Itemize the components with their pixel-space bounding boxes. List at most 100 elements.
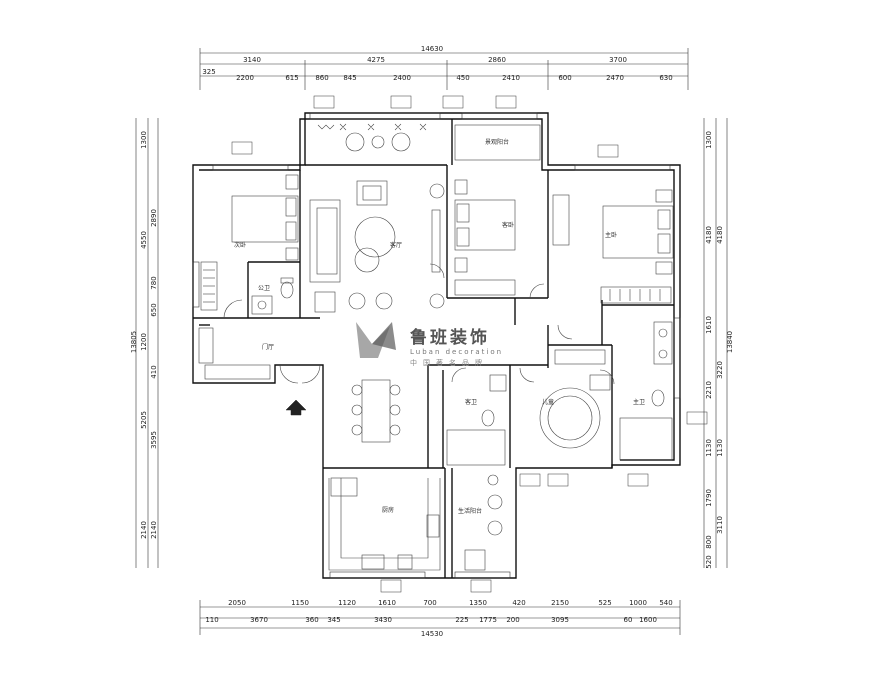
right-dim: 4180 [705, 226, 713, 244]
sink-icon [489, 374, 507, 392]
bottom-dimensions: 2050 1150 1120 1610 700 1350 420 2150 52… [199, 599, 681, 638]
left-total-dim: 13805 [130, 331, 138, 353]
left-dim: 780 [150, 276, 158, 289]
bottom-total-dim: 14530 [421, 630, 443, 638]
right-dim: 3220 [716, 361, 724, 379]
elevation-tags [231, 95, 708, 593]
room-label-guest-bedroom: 客卧 [502, 221, 514, 229]
entrance-arrow-icon [285, 399, 307, 416]
bottom-dim: 420 [512, 599, 525, 607]
top-dim: 2860 [488, 56, 506, 64]
top-dim: 4275 [367, 56, 385, 64]
round-bed-icon [539, 374, 611, 449]
desk-icon [552, 194, 570, 246]
wardrobe-icon [600, 286, 672, 304]
top-dim: 615 [285, 74, 298, 82]
bottom-dim: 3095 [551, 616, 569, 624]
room-label-kids-room: 儿童 [542, 398, 554, 406]
top-dim: 2400 [393, 74, 411, 82]
top-dim: 3700 [609, 56, 627, 64]
top-dim: 3140 [243, 56, 261, 64]
shower-icon [446, 429, 506, 466]
shoe-cabinet-icon [198, 327, 271, 380]
bottom-dim: 360 [305, 616, 318, 624]
door-swings [223, 263, 615, 385]
bottom-dim: 3670 [250, 616, 268, 624]
right-dim: 3110 [716, 516, 724, 534]
sink-icon [251, 295, 273, 315]
bottom-dim: 1150 [291, 599, 309, 607]
right-dimensions: 1300 4180 1610 2210 1130 1790 800 520 41… [703, 118, 734, 569]
bottom-dim: 345 [327, 616, 340, 624]
left-dim: 1200 [140, 333, 148, 351]
right-dim: 520 [705, 555, 713, 568]
wardrobe-icon [554, 349, 606, 365]
room-label-bath-right: 主卫 [633, 398, 645, 406]
dining-table-icon [351, 379, 401, 443]
right-dim: 4180 [716, 226, 724, 244]
top-dim: 450 [456, 74, 469, 82]
bottom-dim: 1000 [629, 599, 647, 607]
bottom-dim: 3430 [374, 616, 392, 624]
top-dim: 860 [315, 74, 328, 82]
wardrobe-icon [454, 279, 516, 296]
bottom-dim: 1610 [378, 599, 396, 607]
bottom-dim: 1120 [338, 599, 356, 607]
room-label-laundry: 生活阳台 [458, 507, 482, 515]
left-dim: 2140 [150, 521, 158, 539]
bottom-dim: 110 [205, 616, 218, 624]
bottom-dim: 1775 [479, 616, 497, 624]
plants-icon [317, 123, 427, 131]
top-dim: 2200 [236, 74, 254, 82]
top-dim: 845 [343, 74, 356, 82]
right-dim: 1130 [716, 439, 724, 457]
right-dim: 2210 [705, 381, 713, 399]
room-label-balcony: 景观阳台 [485, 138, 509, 146]
bottom-dim: 2150 [551, 599, 569, 607]
left-dim: 1300 [140, 131, 148, 149]
bed-icon [231, 174, 299, 261]
top-dim: 325 [202, 68, 215, 76]
right-dim: 1610 [705, 316, 713, 334]
tv-cabinet-icon [431, 209, 441, 273]
armchair-icon [356, 180, 388, 206]
windows [192, 112, 681, 579]
top-dimensions: 14630 3140 4275 2860 3700 325 2200 615 8… [199, 45, 689, 90]
toilet-icon [280, 277, 294, 299]
bed-icon [454, 179, 516, 273]
bottom-dim: 2050 [228, 599, 246, 607]
sofa-icon [309, 199, 341, 283]
room-label-bath-left: 公卫 [258, 285, 270, 292]
top-dim: 2470 [606, 74, 624, 82]
bottom-dim: 200 [506, 616, 519, 624]
coffee-table-icon [354, 216, 396, 273]
top-total-dim: 14630 [421, 45, 443, 53]
bottom-dim: 700 [423, 599, 436, 607]
balcony-cabinet-icon [454, 124, 541, 161]
room-label-living: 客厅 [390, 241, 402, 249]
brand-english: Luban decoration [410, 348, 503, 356]
bottom-dim: 60 [624, 616, 633, 624]
left-dim: 5205 [140, 411, 148, 429]
room-label-entry: 门厅 [262, 343, 274, 351]
shower-icon [619, 417, 673, 461]
right-dim: 1790 [705, 489, 713, 507]
toilet-icon [651, 389, 665, 407]
bottom-dim: 1600 [639, 616, 657, 624]
wardrobe-icon [200, 261, 218, 311]
bottom-dim: 225 [455, 616, 468, 624]
brand-subtitle: 中国著名品牌 [410, 358, 488, 367]
top-dim: 630 [659, 74, 672, 82]
inner-walls [193, 119, 674, 578]
top-dim: 2410 [502, 74, 520, 82]
room-label-kitchen: 厨房 [382, 506, 394, 514]
left-dim: 3595 [150, 431, 158, 449]
left-dim: 2890 [150, 209, 158, 227]
right-dim: 1130 [705, 439, 713, 457]
top-dim: 600 [558, 74, 571, 82]
bed-icon [602, 189, 674, 275]
right-dim: 800 [705, 535, 713, 548]
toilet-icon [481, 409, 495, 427]
left-dim: 410 [150, 365, 158, 378]
